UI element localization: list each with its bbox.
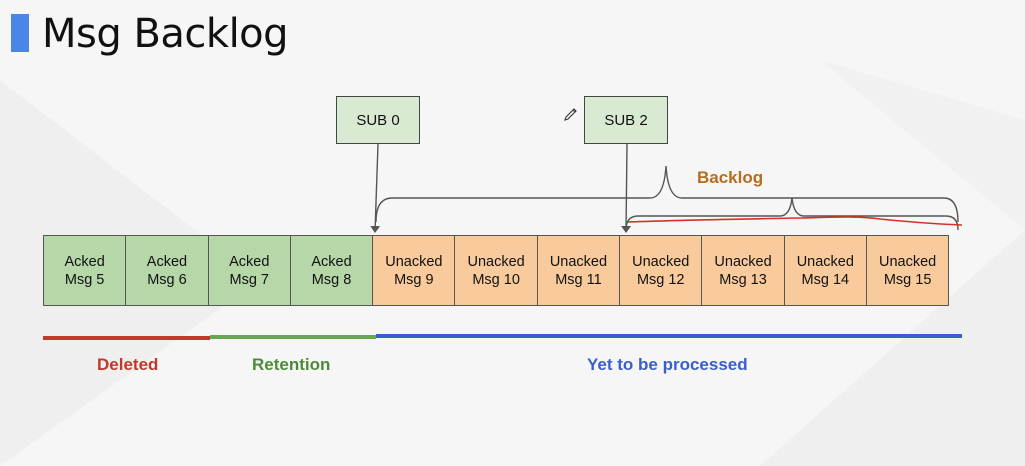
segment-label-retention: Retention — [252, 355, 331, 374]
message-queue: Acked Msg 5 Acked Msg 6 Acked Msg 7 Acke… — [43, 235, 950, 306]
page-title: Msg Backlog — [42, 11, 289, 57]
subscriber-label: SUB 0 — [356, 111, 400, 129]
message-cell-9: Unacked Msg 9 — [372, 235, 456, 306]
subscriber-label: SUB 2 — [604, 111, 648, 129]
message-name: Msg 14 — [801, 271, 850, 288]
backlog-label: Backlog — [697, 168, 764, 187]
message-state: Unacked — [632, 253, 690, 270]
backlog-brace-sub-2 — [625, 197, 959, 231]
message-name: Msg 5 — [64, 271, 105, 288]
subscriber-box-sub-0: SUB 0 — [336, 96, 420, 144]
message-state: Unacked — [467, 253, 525, 270]
subscriber-box-sub-2: SUB 2 — [584, 96, 668, 144]
message-cell-14: Unacked Msg 14 — [783, 235, 867, 306]
title-accent-bar — [11, 14, 29, 52]
message-name: Msg 12 — [636, 271, 685, 288]
message-name: Msg 15 — [883, 271, 932, 288]
message-cell-11: Unacked Msg 11 — [536, 235, 621, 306]
message-cell-6: Acked Msg 6 — [125, 235, 209, 306]
message-name: Msg 9 — [394, 271, 434, 288]
message-state: Acked — [146, 253, 188, 270]
message-name: Msg 13 — [719, 271, 767, 288]
message-state: Acked — [311, 253, 352, 270]
sub-2-pointer-arrow — [621, 143, 632, 233]
segment-label-yet-to-be-processed: Yet to be processed — [587, 355, 748, 374]
message-state: Acked — [64, 253, 105, 270]
message-cell-15: Unacked Msg 15 — [865, 235, 950, 306]
message-state: Unacked — [879, 253, 937, 270]
message-state: Unacked — [385, 253, 443, 270]
message-cell-8: Acked Msg 8 — [289, 235, 374, 306]
message-cell-13: Unacked Msg 13 — [701, 235, 785, 306]
message-name: Msg 11 — [555, 271, 602, 288]
message-name: Msg 8 — [311, 271, 352, 288]
message-cell-5: Acked Msg 5 — [43, 235, 127, 306]
message-name: Msg 6 — [147, 271, 187, 288]
message-state: Acked — [229, 253, 270, 270]
message-cell-12: Unacked Msg 12 — [619, 235, 703, 306]
message-state: Unacked — [714, 253, 772, 270]
message-state: Unacked — [796, 253, 854, 270]
backlog-brace-sub-0 — [375, 165, 959, 223]
pencil-icon — [564, 108, 577, 121]
segment-label-deleted: Deleted — [97, 355, 159, 374]
message-name: Msg 7 — [229, 271, 269, 288]
message-cell-10: Unacked Msg 10 — [454, 235, 538, 306]
handdrawn-annotation-line — [627, 216, 963, 226]
message-name: Msg 10 — [472, 271, 520, 288]
message-state: Unacked — [549, 253, 608, 270]
